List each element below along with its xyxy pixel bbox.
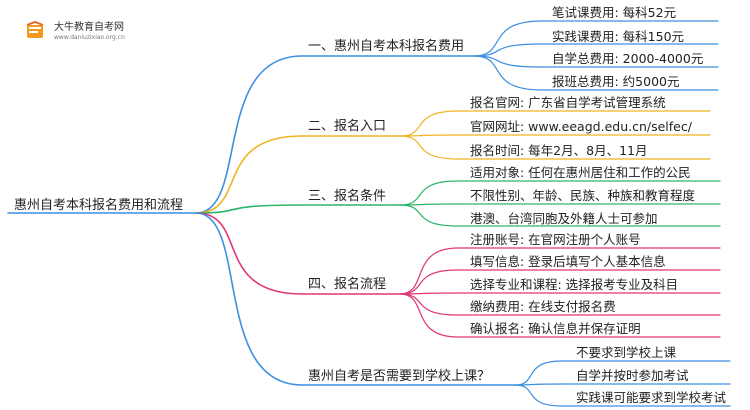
branch-process: 四、报名流程 [308, 277, 387, 292]
branch-to-leaf-connector [399, 293, 459, 338]
leaf-proc-confirm: 确认报名: 确认信息并保存证明 [470, 321, 641, 336]
branch-to-leaf-connector [473, 55, 543, 91]
book-logo-icon [26, 20, 44, 38]
branch-fees: 一、惠州自考本科报名费用 [308, 39, 465, 54]
branch-to-leaf-connector [473, 43, 543, 57]
leaf-proc-major: 选择专业和课程: 选择报考专业及科目 [470, 277, 679, 292]
branch-to-leaf-connector [399, 292, 459, 295]
leaf-attend-practice: 实践课可能要求到学校考试 [576, 390, 727, 405]
root-node: 惠州自考本科报名费用和流程 [14, 198, 184, 213]
branch-to-leaf-connector [514, 384, 563, 407]
branch-to-leaf-connector [473, 20, 543, 57]
leaf-proc-info: 填写信息: 登录后填写个人基本信息 [470, 254, 666, 269]
branch-to-leaf-connector [473, 55, 543, 68]
root-to-branch-connector [195, 135, 303, 214]
branch-to-leaf-connector [399, 293, 459, 316]
leaf-attend-no: 不要求到学校上课 [576, 345, 677, 360]
root-to-branch-connector [195, 212, 303, 386]
leaf-cond-target: 适用对象: 任何在惠州居住和工作的公民 [470, 165, 691, 180]
logo-url: www.daniuzixiao.org.cn [54, 34, 125, 41]
branch-to-leaf-connector [399, 269, 459, 295]
leaf-fee-class: 报班总费用: 约5000元 [552, 74, 680, 89]
branch-to-leaf-connector [399, 180, 459, 206]
leaf-fee-written: 笔试课费用: 每科52元 [552, 5, 677, 20]
leaf-fee-self: 自学总费用: 2000-4000元 [552, 51, 704, 66]
logo-title: 大牛教育自考网 [54, 22, 124, 33]
root-to-branch-connector [195, 204, 303, 214]
branch-to-leaf-connector [399, 110, 459, 137]
leaf-cond-foreign: 港澳、台湾同胞及外籍人士可参加 [470, 211, 658, 226]
leaf-proc-pay: 缴纳费用: 在线支付报名费 [470, 299, 616, 314]
branch-attend-question: 惠州自考是否需要到学校上课？ [308, 369, 491, 384]
leaf-fee-practice: 实践课费用: 每科150元 [552, 29, 685, 44]
branch-conditions: 三、报名条件 [308, 189, 387, 204]
leaf-attend-self: 自学并按时参加考试 [576, 368, 689, 383]
leaf-proc-register: 注册账号: 在官网注册个人账号 [470, 232, 641, 247]
root-to-branch-connector [195, 212, 303, 295]
branch-entry: 二、报名入口 [308, 119, 387, 134]
leaf-entry-time: 报名时间: 每年2月、8月、11月 [470, 143, 648, 158]
leaf-entry-url: 官网网址: www.eeagd.edu.cn/selfec/ [470, 119, 692, 134]
branch-to-leaf-connector [399, 134, 459, 137]
branch-to-leaf-connector [399, 203, 459, 206]
leaf-entry-site: 报名官网: 广东省自学考试管理系统 [470, 95, 666, 110]
site-logo: 大牛教育自考网 www.daniuzixiao.org.cn [10, 14, 140, 48]
root-to-branch-connector [195, 55, 303, 214]
branch-to-leaf-connector [399, 247, 459, 295]
leaf-cond-unlimited: 不限性别、年龄、民族、种族和教育程度 [470, 188, 696, 203]
branch-to-leaf-connector [399, 204, 459, 227]
branch-to-leaf-connector [514, 360, 563, 386]
branch-to-leaf-connector [399, 135, 459, 160]
